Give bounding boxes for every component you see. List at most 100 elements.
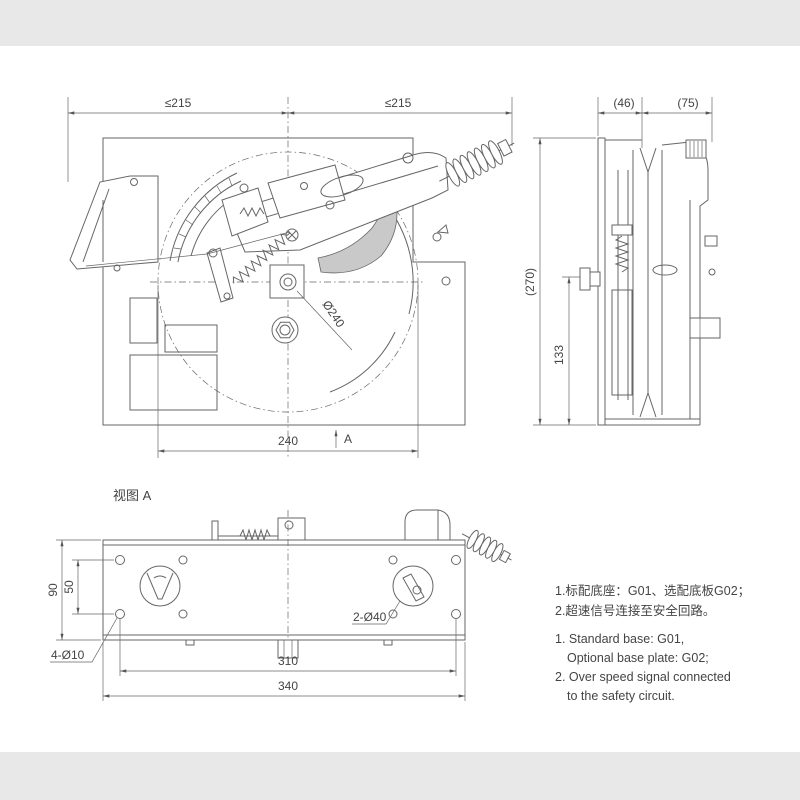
view-arrow-label: A xyxy=(344,432,352,446)
side-trip-spring xyxy=(614,235,630,273)
view-a-base-plate xyxy=(102,539,466,641)
fixing-hole xyxy=(388,555,398,565)
view-a-main-spring xyxy=(461,529,512,564)
note-en-1-cont: Optional base plate: G02; xyxy=(567,651,709,665)
side-body xyxy=(579,137,721,426)
governor-base-plate xyxy=(102,137,466,426)
reset-pin-tab xyxy=(436,224,449,234)
depth-dimension: (46) (75) xyxy=(597,96,713,148)
plate-width-dimensions: 310 340 xyxy=(102,619,466,701)
sheave-rim-ribs xyxy=(173,177,233,250)
dim-label-133: 133 xyxy=(552,345,566,365)
sheave-rim-outer xyxy=(169,172,238,262)
sheave-rim-inner xyxy=(177,180,242,263)
side-spring-coils xyxy=(689,141,703,157)
dim-label-46: (46) xyxy=(613,96,634,110)
dim-label-340: 340 xyxy=(278,679,298,693)
large-holes-label: 2-Ø40 xyxy=(353,610,387,624)
note-cn-2: 2.超速信号连接至安全回路。 xyxy=(555,603,715,618)
dim-label-50: 50 xyxy=(62,580,76,594)
mounting-hole xyxy=(451,555,461,565)
dim-label-right-215: ≤215 xyxy=(385,96,412,110)
switch-block-1 xyxy=(129,297,158,344)
large-hole-right-pin xyxy=(412,585,422,595)
view-a-tab-left xyxy=(185,639,195,646)
dim-label-left-215: ≤215 xyxy=(165,96,192,110)
large-hole-left-insert xyxy=(146,572,174,600)
fixing-hole xyxy=(388,609,398,619)
switch-blocks xyxy=(129,297,218,411)
side-switch-screw xyxy=(708,268,716,276)
dim-label-90: 90 xyxy=(46,583,60,597)
large-hole-right xyxy=(392,565,434,607)
view-arrow-a: A xyxy=(334,430,352,448)
large-hole-leader xyxy=(352,600,401,625)
side-axle-washer xyxy=(589,271,601,287)
arm-end-bolt xyxy=(402,152,414,164)
switch-block-3 xyxy=(129,354,218,411)
dim-label-270: (270) xyxy=(523,268,537,296)
note-en-1: 1. Standard base: G01, xyxy=(555,632,684,646)
plate-screw xyxy=(441,276,451,286)
pivot-pin-4 xyxy=(325,200,335,210)
fixing-hole xyxy=(178,555,188,565)
spring-coil xyxy=(488,140,503,165)
trip-lever xyxy=(85,231,291,303)
plate-fittings xyxy=(432,224,451,286)
lever-pivot xyxy=(208,248,218,258)
cover-outline xyxy=(69,175,159,270)
view-a-bracket-pin xyxy=(284,520,294,530)
side-hub xyxy=(652,264,678,276)
height-dimension: (270) 133 xyxy=(523,137,596,426)
side-bolt xyxy=(689,317,721,339)
pivot-pin-1 xyxy=(239,183,249,193)
mounting-holes xyxy=(115,555,461,619)
side-axle-nut xyxy=(579,267,591,291)
flyweight-ring xyxy=(320,174,364,198)
sheave-rim-lower xyxy=(329,331,396,393)
dim-label-75: (75) xyxy=(677,96,698,110)
view-a-tab-right xyxy=(383,639,393,646)
top-width-dimension: ≤215 ≤215 xyxy=(67,96,513,182)
pivot-pin-2 xyxy=(300,182,308,190)
mounting-hole xyxy=(115,609,125,619)
view-a-axle-nut xyxy=(277,639,299,659)
mounting-hole xyxy=(451,609,461,619)
front-view: ≤215 ≤215 xyxy=(67,96,515,458)
axle-nut-hex xyxy=(275,321,295,339)
large-hole-right-insert xyxy=(402,573,425,602)
trip-spring-coil xyxy=(232,232,291,284)
notes: 1.标配底座：G01、选配底板G02； 2.超速信号连接至安全回路。 1. St… xyxy=(555,583,750,703)
side-lower-bracket xyxy=(611,289,633,396)
sheave xyxy=(150,97,425,458)
dim-label-310: 310 xyxy=(278,654,298,668)
small-holes-label: 4-Ø10 xyxy=(51,648,85,662)
bottom-width-dimension: 240 xyxy=(157,285,419,458)
hub-bolt xyxy=(279,273,297,291)
side-switch-nut xyxy=(704,235,718,247)
side-spring-seat xyxy=(611,224,633,236)
reset-pin xyxy=(432,232,442,242)
view-a-spring-coil xyxy=(491,543,504,563)
switch-block-2 xyxy=(164,324,218,353)
view-a-top-parts xyxy=(211,509,512,564)
spring-nut xyxy=(496,138,513,157)
cover-inner-edge xyxy=(82,188,110,263)
cover-screw-top xyxy=(130,178,138,186)
view-a-title: 视图 A xyxy=(113,488,152,503)
left-cover-housing xyxy=(69,175,159,272)
mounting-hole xyxy=(115,555,125,565)
note-en-2-cont: to the safety circuit. xyxy=(567,689,675,703)
dim-label-240: 240 xyxy=(278,434,298,448)
diameter-leader xyxy=(296,290,353,351)
main-spring xyxy=(439,138,515,187)
view-a-spring xyxy=(239,528,271,542)
trip-cable xyxy=(85,231,291,267)
large-hole-left xyxy=(139,565,181,607)
bottom-view: 视图 A xyxy=(46,488,512,701)
axle-nut-core xyxy=(279,324,291,336)
note-cn-1: 1.标配底座：G01、选配底板G02； xyxy=(555,583,750,598)
view-a-spring-nut xyxy=(498,549,511,564)
axle-nut xyxy=(271,316,299,344)
